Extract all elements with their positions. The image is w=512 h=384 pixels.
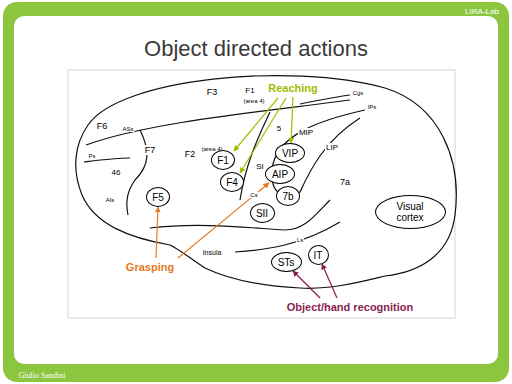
area-ellipse: IT [308,245,329,265]
function-label: Grasping [125,261,175,273]
footer-text: Giulio Sandini [18,371,67,380]
area-ellipse: F1 [211,150,235,170]
area-label: SI [255,162,265,171]
area-label: F1 [244,86,255,95]
area-label: 46 [111,168,122,177]
sulcus-label: Ls [296,229,304,245]
slide-frame [3,2,509,382]
area-ellipse: 7b [276,186,300,206]
recognition-leader [293,271,320,298]
area-name: STs [278,257,295,268]
reaching-leader [234,98,278,151]
area-label: 5 [276,124,282,133]
sulcus-label: Ps [87,153,96,159]
area-ellipse: STs [271,252,302,272]
sulcus-label: AIs [105,189,116,205]
area-name: Visual cortex [387,201,433,223]
sulcus-label: ASs [121,118,134,134]
sulcus-label: Ls [296,237,304,243]
area-name: 7b [282,191,293,202]
cingulate-sulcus [300,95,350,104]
figure-frame [68,70,455,318]
area-label: F2 [184,149,197,159]
area-label: Insula [202,242,223,258]
area-label: LIP [325,137,339,153]
area-ellipse: VIP [275,143,305,163]
area-ellipse: F5 [146,187,170,207]
sulcus-label: ASs [121,126,134,132]
area-name: VIP [282,148,298,159]
area-label: F7 [144,140,157,156]
area-label: F3 [206,82,219,98]
area-label: 7a [339,177,351,187]
area-label: F1 [244,80,255,96]
area-name: F5 [152,192,164,203]
area-name: SII [256,208,268,219]
header-text: LIRA-Lab [464,7,500,16]
function-label: Object/hand recognition [286,301,415,313]
area-note: (area 4) [242,90,265,106]
area-ellipse: SII [250,203,275,223]
area-label: F6 [96,116,109,132]
area-ellipse: Visual cortex [375,195,446,229]
area-name: F4 [226,177,238,188]
sulcus-label: Cs [249,192,258,198]
area-label: F6 [96,121,109,131]
area-ellipse: AIP [265,164,295,184]
title-text: Object directed actions [144,36,368,61]
area-label: F7 [144,145,157,155]
reaching-leader [291,97,293,143]
area-label: 46 [111,162,122,178]
sulcus-label: IPs [367,96,378,112]
slide-panel [14,16,498,364]
lateral-sulcus [150,200,330,230]
dorsal-edge [86,100,350,145]
header-text: LIRA-Lab [464,1,500,17]
area-label: F2 [184,144,197,160]
sulcus-label: Cgs [352,90,365,96]
area-label: Insula [202,249,223,256]
sulcus-label: Cgs [352,82,365,98]
slide-title: Object directed actions [0,36,512,62]
footer-text: Giulio Sandini [18,365,67,381]
area-label: MIP [298,122,314,138]
sulcus-label: Cs [249,184,258,200]
area-label: 5 [276,118,282,134]
area-name: F1 [217,155,229,166]
arcuate-sulcus [127,130,147,215]
sulcus-label: Ps [87,145,96,161]
grasping-leader [156,207,158,258]
area-label: MIP [298,128,314,137]
function-label: Grasping [125,258,175,274]
area-ellipse: F4 [220,172,244,192]
function-label: Reaching [267,79,319,95]
recognition-leader [322,264,337,298]
function-label: Reaching [267,82,319,94]
area-label: LIP [325,143,339,152]
area-name: IT [314,250,323,261]
area-note: (area 4) [242,98,265,104]
sulcus-label: AIs [105,197,116,203]
function-label: Object/hand recognition [286,298,415,314]
area-name: AIP [272,169,288,180]
area-label: SI [255,156,265,172]
area-label: F3 [206,87,219,97]
area-label: 7a [339,172,351,188]
reaching-leader [240,98,286,173]
brain-outline [76,76,457,289]
sulcus-label: IPs [367,104,378,110]
